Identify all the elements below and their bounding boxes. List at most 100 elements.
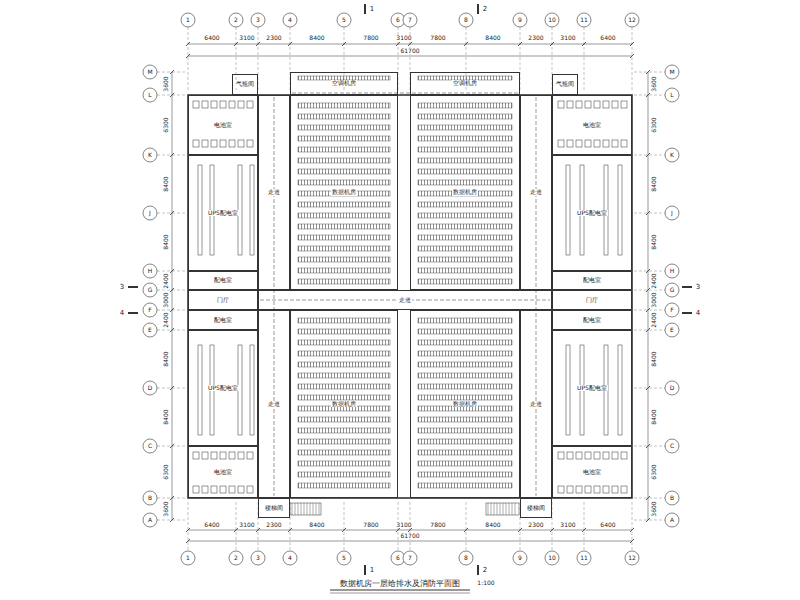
dimension: 6300 (651, 116, 657, 133)
grid-number: 4 (287, 555, 293, 561)
room: UPS配电室 (552, 155, 632, 271)
rack-row (418, 472, 512, 477)
grid-line (157, 330, 186, 331)
grid-line (634, 446, 665, 447)
rack-row (418, 483, 512, 488)
dimension: 7800 (429, 522, 446, 528)
dimension: 2400 (163, 311, 169, 328)
rack-row (298, 483, 390, 488)
outer-wall (188, 95, 632, 498)
grid-letter: F (147, 307, 152, 313)
room: 空调机房 (410, 72, 520, 95)
battery-rack (603, 140, 609, 147)
grid-bubble (283, 13, 297, 27)
room: 楼梯间 (520, 498, 552, 518)
dimension: 2300 (527, 522, 544, 528)
room-name: 电池室 (213, 122, 233, 129)
grid-bubble (143, 65, 157, 79)
battery-rack (229, 140, 235, 147)
room: 配电室 (188, 271, 258, 290)
grid-letter: A (147, 517, 153, 523)
grid-number: 9 (517, 17, 523, 23)
rack-row (298, 362, 390, 367)
grid-number: 7 (407, 17, 413, 23)
battery-rack (612, 452, 618, 459)
rack-row (418, 103, 512, 108)
grid-bubble (143, 323, 157, 337)
battery-rack (229, 452, 235, 459)
grid-bubble (665, 148, 679, 162)
battery-rack (211, 452, 217, 459)
dimension: 8400 (484, 35, 501, 41)
grid-bubble (625, 551, 639, 565)
dimension: 2400 (163, 272, 169, 289)
battery-rack (238, 101, 244, 108)
room: 电池室 (552, 446, 632, 498)
section-number: 2 (482, 6, 488, 13)
battery-rack (558, 140, 564, 147)
grid-letter: C (147, 443, 153, 449)
grid-line (157, 520, 186, 521)
room: 门厅 (188, 290, 258, 310)
rack-row (418, 450, 512, 455)
title-underline (330, 589, 470, 590)
grid-line (634, 95, 665, 96)
battery-rack (621, 486, 627, 493)
battery-rack (229, 486, 235, 493)
grid-number: 12 (627, 17, 637, 23)
battery-rack (576, 452, 582, 459)
ups-cabinet (566, 165, 570, 255)
battery-rack (567, 452, 573, 459)
grid-bubble (459, 13, 473, 27)
grid-bubble (625, 13, 639, 27)
grid-line (344, 502, 345, 551)
room-name: 数据机房 (452, 189, 478, 196)
dimension: 3100 (395, 35, 412, 41)
grid-bubble (337, 551, 351, 565)
grid-letter: G (147, 287, 154, 293)
battery-rack (594, 101, 600, 108)
section-number: 3 (119, 284, 125, 291)
grid-line (634, 213, 665, 214)
room-name: 走道 (529, 401, 543, 408)
grid-letter: H (147, 268, 154, 274)
rack-row (298, 246, 390, 251)
room: 走道 (258, 310, 290, 498)
stair-step (307, 503, 308, 515)
room-name: 空调机房 (331, 80, 357, 87)
grid-letter: B (669, 495, 675, 501)
dimension: 6400 (203, 35, 220, 41)
grid-bubble (143, 513, 157, 527)
battery-rack (193, 101, 199, 108)
battery-rack (594, 486, 600, 493)
battery-rack (220, 452, 226, 459)
grid-number: 3 (255, 555, 261, 561)
stair-step (313, 503, 314, 515)
stair-step (319, 503, 320, 515)
title-underline (330, 593, 470, 594)
dimension: 2400 (651, 272, 657, 289)
grid-bubble (143, 381, 157, 395)
room-name: 走道 (529, 189, 543, 196)
rack-row (418, 224, 512, 229)
stair-step (509, 503, 510, 515)
battery-rack (621, 140, 627, 147)
grid-bubble (665, 88, 679, 102)
grid-line (157, 271, 186, 272)
rack-row (418, 318, 512, 323)
dimension: 7800 (362, 35, 379, 41)
rack-row (298, 213, 390, 218)
dimension-line (648, 72, 649, 520)
stair-step (295, 503, 296, 515)
battery-rack (567, 101, 573, 108)
rack-row (298, 235, 390, 240)
pipe-line (536, 97, 537, 496)
grid-line (157, 155, 186, 156)
room: 走道 (258, 290, 552, 310)
rack-row (298, 351, 390, 356)
grid-line (634, 520, 665, 521)
battery-rack (594, 452, 600, 459)
grid-bubble (665, 206, 679, 220)
dimension: 3100 (238, 35, 255, 41)
section-number: 4 (119, 310, 125, 317)
